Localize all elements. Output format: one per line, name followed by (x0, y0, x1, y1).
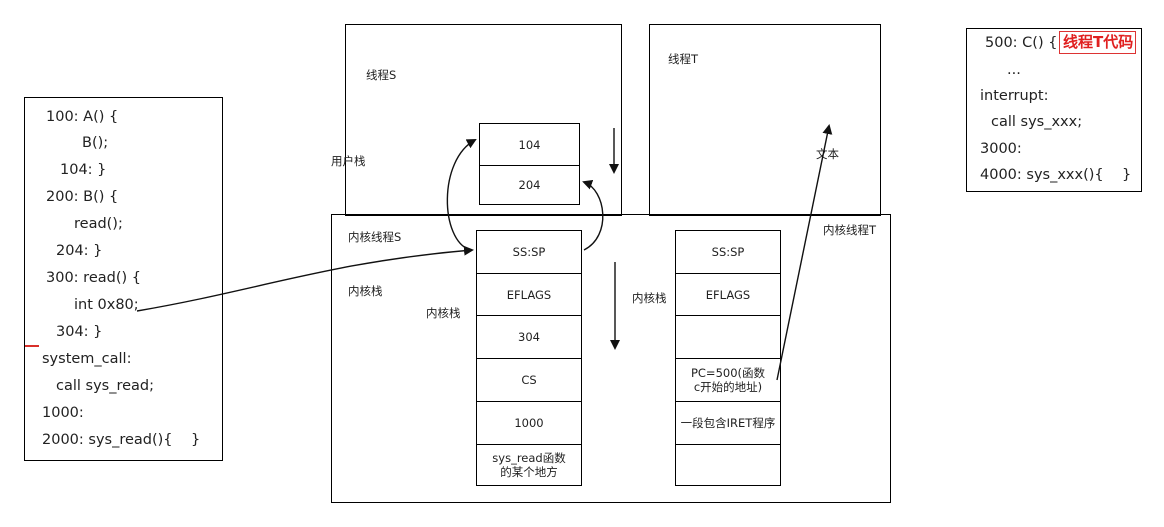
right-code-panel (966, 28, 1142, 192)
code-line: 304: } (56, 324, 103, 340)
code-line: 2000: sys_read(){ } (42, 432, 201, 448)
kernel-stack-t-cell: PC=500(函数 c开始的地址) (675, 358, 781, 402)
kernel-stack-s-cell: 1000 (476, 401, 582, 445)
kernel-stack-t-cell: EFLAGS (675, 273, 781, 316)
kernel-stack-t-cell (675, 444, 781, 486)
code-line: 3000: (980, 141, 1022, 157)
kernel-stack-s-label: 内核栈 (426, 306, 461, 320)
kernel-stack-t-cell: SS:SP (675, 230, 781, 274)
user-stack-cell: 204 (479, 165, 580, 205)
code-line: 500: C() { (985, 35, 1058, 51)
code-line: 204: } (56, 243, 103, 259)
thread-t-frame (649, 24, 881, 216)
code-line: 200: B() { (46, 189, 119, 205)
kernel-stack-t-cell: 一段包含IRET程序 (675, 401, 781, 445)
user-stack-cell: 104 (479, 123, 580, 166)
code-line: 100: A() { (46, 109, 119, 125)
code-line: 300: read() { (46, 270, 141, 286)
code-line: call sys_xxx; (991, 114, 1083, 130)
code-line: int 0x80; (74, 297, 139, 313)
thread-s-title: 线程S (366, 68, 397, 82)
code-line: ... (1007, 62, 1021, 78)
text-label: 文本 (816, 147, 839, 161)
kernel-thread-s-title: 内核线程S (348, 230, 402, 244)
code-line: interrupt: (980, 88, 1049, 104)
kernel-stack-side-label: 内核栈 (348, 284, 383, 298)
kernel-stack-s-cell: sys_read函数 的某个地方 (476, 444, 582, 486)
user-stack-label: 用户栈 (331, 154, 366, 168)
red-marker (25, 345, 39, 347)
code-line: B(); (82, 135, 109, 151)
kernel-stack-t-cell (675, 315, 781, 359)
kernel-stack-s-cell: CS (476, 358, 582, 402)
kernel-stack-s-cell: SS:SP (476, 230, 582, 274)
code-line: system_call: (42, 351, 132, 367)
code-line: 104: } (60, 162, 107, 178)
thread-t-title: 线程T (668, 52, 699, 66)
code-line: 4000: sys_xxx(){ } (980, 167, 1132, 183)
thread-t-code-tag: 线程T代码 (1059, 31, 1137, 54)
kernel-thread-t-title: 内核线程T (823, 223, 877, 237)
thread-s-frame (345, 24, 622, 216)
kernel-stack-s-cell: EFLAGS (476, 273, 582, 316)
code-line: call sys_read; (56, 378, 155, 394)
code-line: read(); (74, 216, 123, 232)
kernel-stack-t-label: 内核栈 (632, 291, 667, 305)
kernel-stack-s-cell: 304 (476, 315, 582, 359)
code-line: 1000: (42, 405, 84, 421)
kernel-frame (331, 214, 891, 503)
